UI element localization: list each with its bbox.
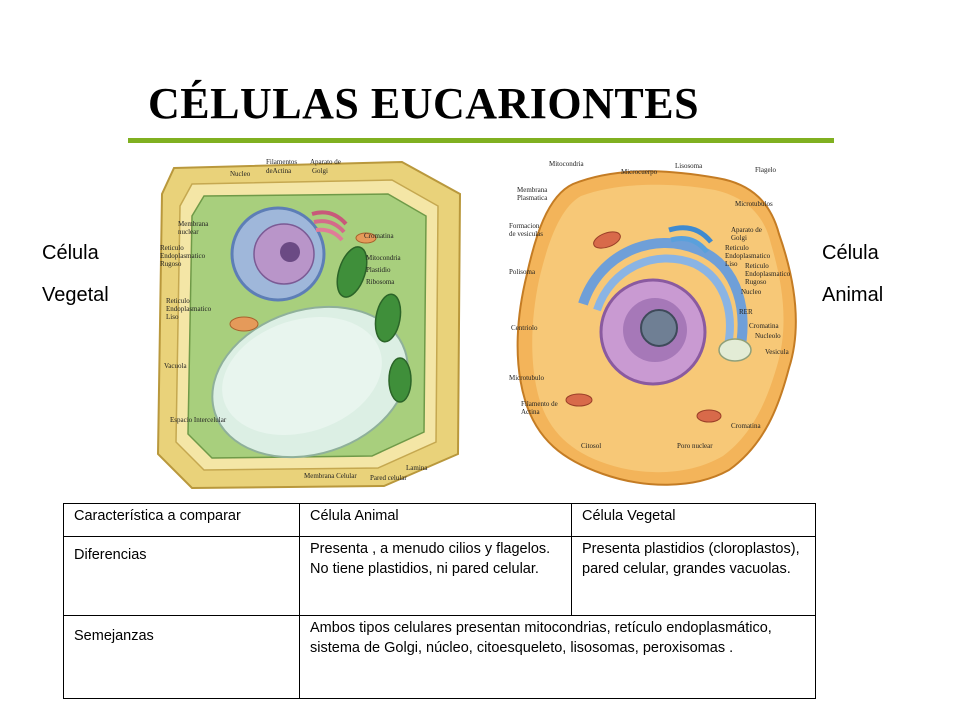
row-label-semejanzas: Semejanzas (63, 615, 300, 699)
animal-label-nucleolo: Nucleolo (755, 332, 781, 340)
animal-label-actina: Actina (521, 408, 541, 416)
animal-label-microtubulos: Microtubulos (735, 200, 773, 208)
plant-cell-svg: Nucleo Filamentos deActina Aparato de Go… (156, 158, 462, 490)
animal-cell-svg: Mitocondria Microcuerpo Lisosoma Flagelo… (509, 160, 797, 486)
table-header-row: Característica a comparar Célula Animal … (63, 503, 816, 537)
animal-label-poro: Poro nuclear (677, 442, 713, 450)
plant-label-nuclear: nuclear (178, 228, 199, 236)
animal-label-microcuerpo: Microcuerpo (621, 168, 658, 176)
plant-label-endoplasmatico2: Endoplasmatico (166, 305, 212, 313)
plant-label-espacio: Espacio Intercelular (170, 416, 227, 424)
cell-semejanzas: Ambos tipos celulares presentan mitocond… (299, 615, 816, 699)
plant-label-mitocondria: Mitocondria (366, 254, 401, 262)
animal-label-cromatina2: Cromatina (731, 422, 761, 430)
animal-label-line1: Célula (822, 242, 879, 264)
animal-label-plasmatica: Plasmatica (517, 194, 548, 202)
plant-label-endoplasmatico1: Endoplasmatico (160, 252, 206, 260)
plant-label-reticulo1: Reticulo (160, 244, 184, 252)
animal-label-endoplasmatico1: Endoplasmatico (725, 252, 771, 260)
row-label-diferencias: Diferencias (63, 536, 300, 616)
plant-label-deactina: deActina (266, 167, 292, 175)
plant-label-membrana: Membrana (178, 220, 209, 228)
animal-label-vesicula: Vesicula (765, 348, 790, 356)
animal-label-liso: Liso (725, 260, 738, 268)
table-row-diferencias: Diferencias Presenta , a menudo cilios y… (63, 536, 816, 616)
plant-cell-illustration: Nucleo Filamentos deActina Aparato de Go… (152, 154, 472, 492)
header-celula-vegetal: Célula Vegetal (571, 503, 816, 537)
header-caracteristica: Característica a comparar (63, 503, 300, 537)
animal-label-polisoma: Polisoma (509, 268, 536, 276)
animal-cell-side-label: Célula Animal (822, 232, 883, 316)
animal-label-vesiculas: de vesiculas (509, 230, 543, 238)
animal-cell-illustration: Mitocondria Microcuerpo Lisosoma Flagelo… (503, 154, 806, 492)
plant-label-nucleo: Nucleo (230, 170, 251, 178)
plant-label-lamina: Lamina (406, 464, 428, 472)
cell-diferencias-vegetal: Presenta plastidios (cloroplastos), pare… (571, 536, 816, 616)
plant-label-line2: Vegetal (42, 284, 109, 306)
animal-label-endoplasmatico2: Endoplasmatico (745, 270, 791, 278)
plant-label-rugoso: Rugoso (160, 260, 182, 268)
animal-label-reticulo1: Reticulo (725, 244, 749, 252)
plant-label-line1: Célula (42, 242, 99, 264)
plant-label-membrana-celular: Membrana Celular (304, 472, 357, 480)
plant-label-ribosoma: Ribosoma (366, 278, 395, 286)
animal-label-mitocondria: Mitocondria (549, 160, 584, 168)
plant-label-aparato: Aparato de (310, 158, 341, 166)
table-row-semejanzas: Semejanzas Ambos tipos celulares present… (63, 615, 816, 699)
animal-label-cromatina1: Cromatina (749, 322, 779, 330)
plant-label-reticulo2: Reticulo (166, 297, 190, 305)
plant-cell-side-label: Célula Vegetal (42, 232, 109, 316)
page-title: CÉLULAS EUCARIONTES (148, 79, 700, 128)
plant-label-liso: Liso (166, 313, 179, 321)
animal-label-filamento: Filamento de (521, 400, 558, 408)
animal-label-lisosoma: Lisosoma (675, 162, 703, 170)
animal-label-rer: RER (739, 308, 753, 316)
plant-label-pared: Pared celular (370, 474, 407, 482)
animal-label-microtubulo: Microtubulo (509, 374, 544, 382)
animal-label-membrana: Membrana (517, 186, 548, 194)
comparison-table: Característica a comparar Célula Animal … (63, 503, 816, 699)
plant-label-vacuola: Vacuola (164, 362, 187, 370)
animal-label-line2: Animal (822, 284, 884, 306)
animal-label-centriolo: Centriolo (511, 324, 538, 332)
title-underline (128, 138, 834, 143)
header-celula-animal: Célula Animal (299, 503, 572, 537)
animal-label-citosol: Citosol (581, 442, 601, 450)
plant-label-golgi: Golgi (312, 167, 328, 175)
plant-label-filamentos: Filamentos (266, 158, 297, 166)
cell-diferencias-animal: Presenta , a menudo cilios y flagelos. N… (299, 536, 572, 616)
animal-label-aparato: Aparato de (731, 226, 762, 234)
animal-label-formacion: Formacion (509, 222, 540, 230)
animal-label-nucleo: Nucleo (741, 288, 762, 296)
plant-label-plastidio: Plastidio (366, 266, 391, 274)
animal-label-golgi: Golgi (731, 234, 747, 242)
animal-label-flagelo: Flagelo (755, 166, 776, 174)
animal-label-rugoso: Rugoso (745, 278, 767, 286)
plant-label-cromatina: Cromatina (364, 232, 394, 240)
animal-label-reticulo2: Reticulo (745, 262, 769, 270)
